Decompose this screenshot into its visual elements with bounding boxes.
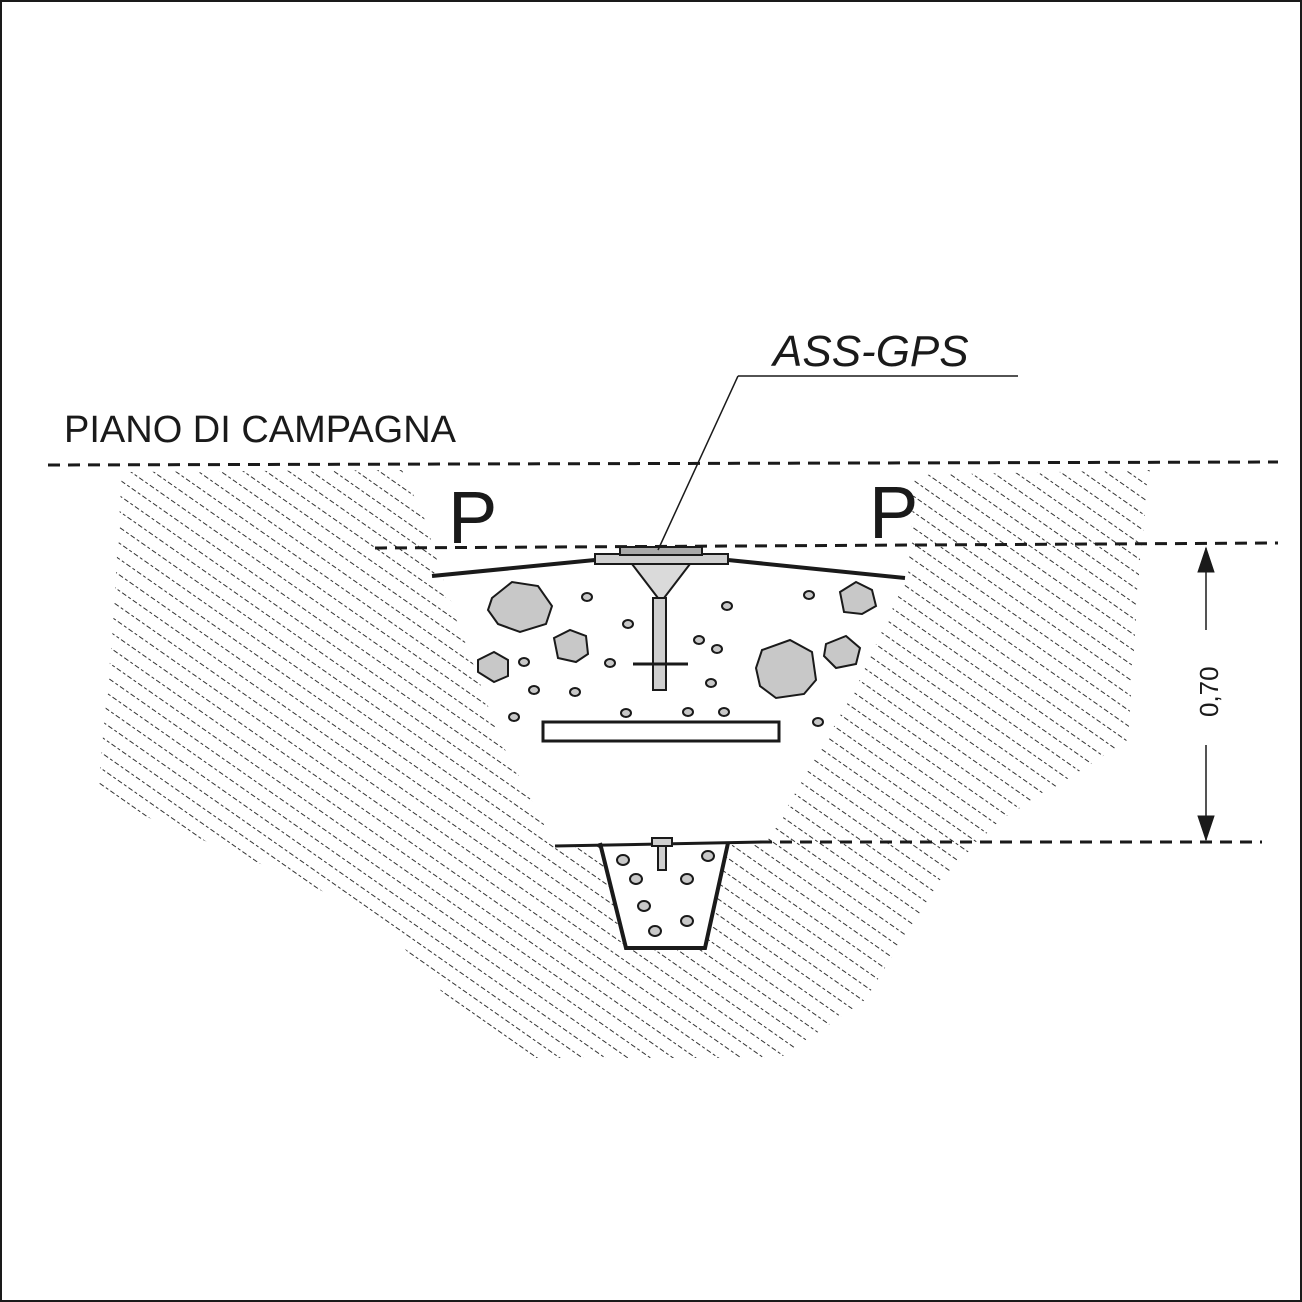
slab-right-edge bbox=[727, 558, 906, 580]
marker-level-line bbox=[374, 541, 1279, 550]
gps-marker bbox=[594, 546, 729, 691]
depth-dimension bbox=[1197, 546, 1215, 842]
marker-callout bbox=[657, 375, 1018, 551]
depth-label: 0,70 bbox=[1194, 666, 1224, 717]
ground-level-label: PIANO DI CAMPAGNA bbox=[64, 409, 457, 451]
ground-level-line bbox=[47, 460, 1279, 467]
p-label-left: P bbox=[448, 476, 497, 559]
benchmark-pit bbox=[554, 837, 766, 950]
p-label-right: P bbox=[869, 471, 918, 554]
slab-left-edge bbox=[431, 558, 596, 578]
concrete-aggregate bbox=[477, 580, 878, 727]
marker-label: ASS-GPS bbox=[770, 327, 969, 376]
base-plate bbox=[541, 720, 781, 743]
